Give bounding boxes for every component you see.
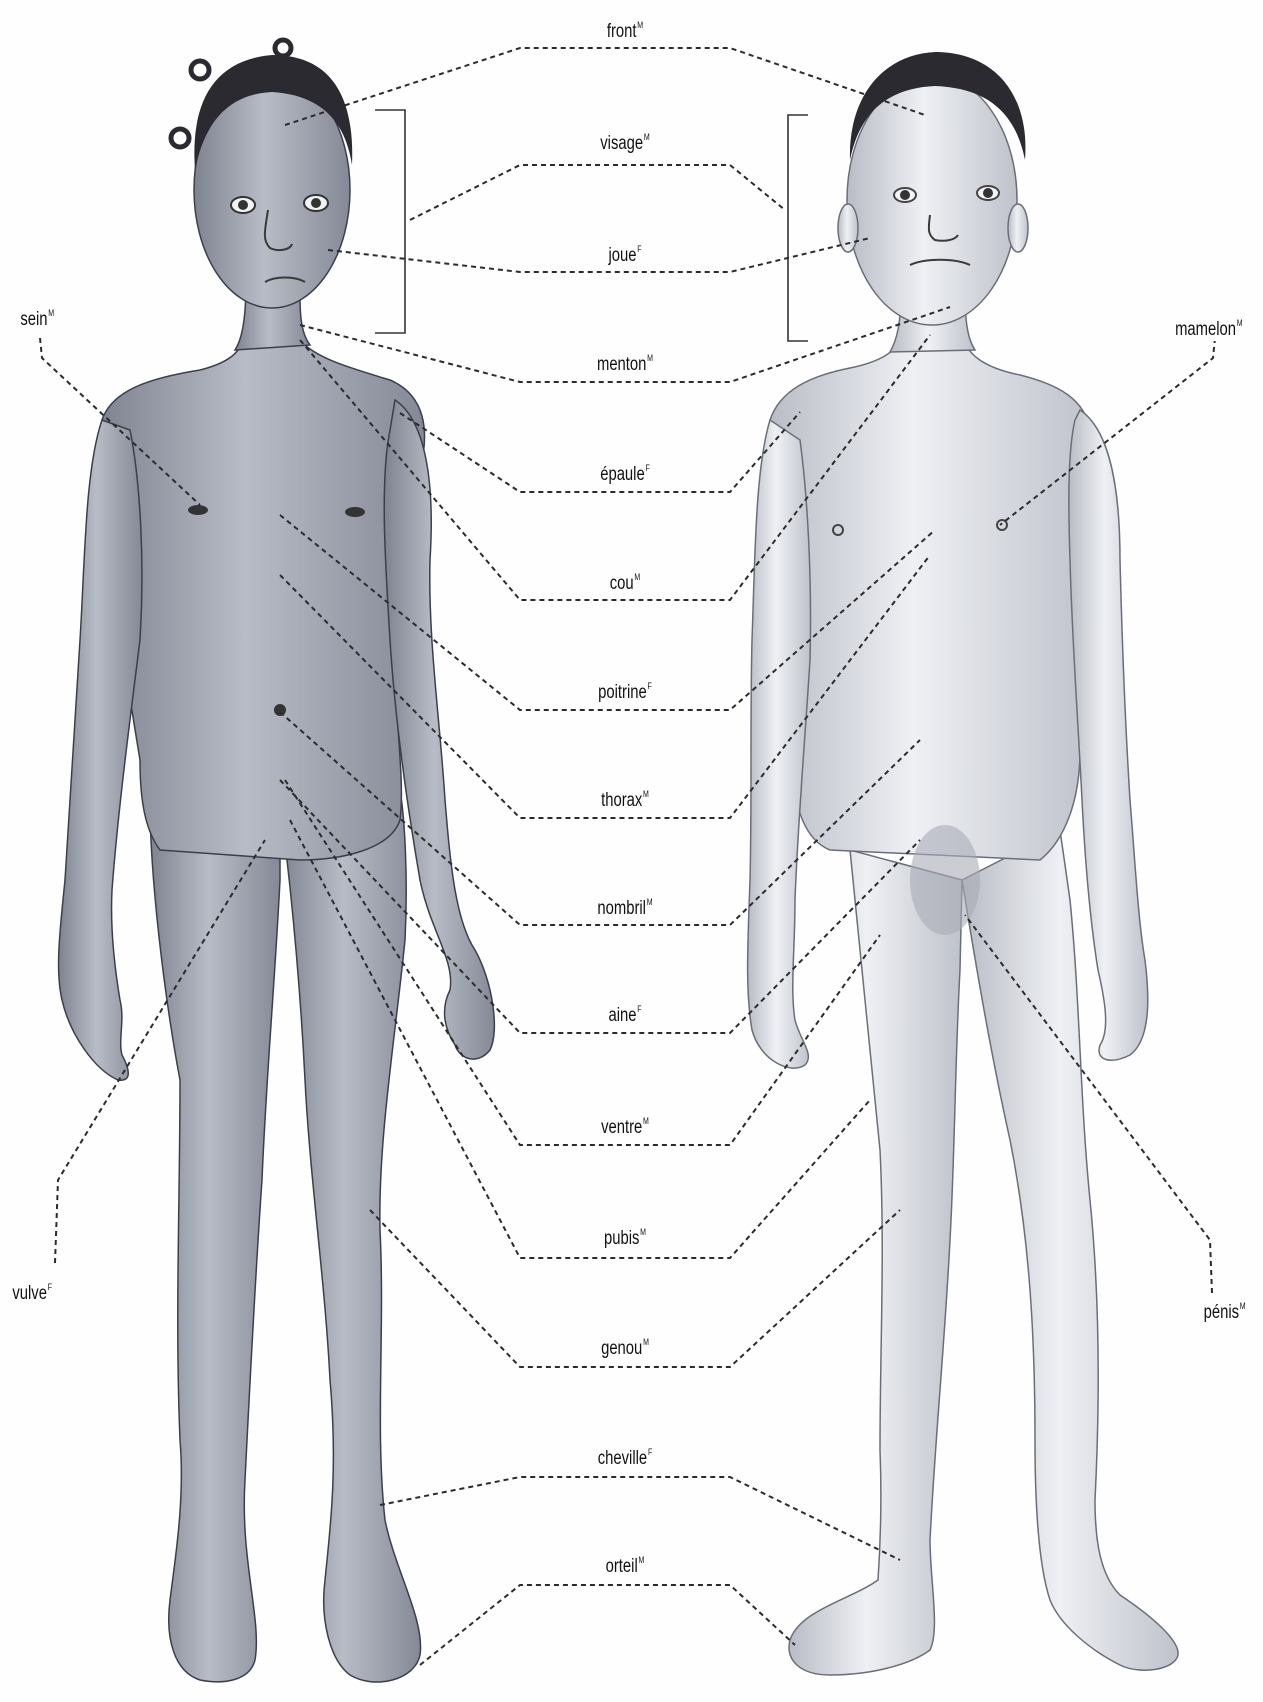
label-cou: couM xyxy=(607,566,642,595)
label-orteil-gender: M xyxy=(639,1555,645,1565)
label-thorax-gender: M xyxy=(643,789,649,799)
label-thorax-word: thorax xyxy=(601,790,642,811)
label-poitrine-gender: F xyxy=(648,681,652,691)
left-figure-left-leg xyxy=(280,790,421,1682)
label-mamelon-word: mamelon xyxy=(1175,319,1236,340)
label-nombril: nombrilM xyxy=(595,891,655,920)
label-ventre-gender: M xyxy=(643,1116,649,1126)
label-front-gender: M xyxy=(637,20,643,30)
label-penis: pénisM xyxy=(1201,1295,1248,1324)
label-cheville-gender: F xyxy=(648,1447,652,1457)
label-epaule: épauleF xyxy=(598,457,652,486)
label-vulve-word: vulve xyxy=(12,1283,47,1304)
label-epaule-gender: F xyxy=(645,463,649,473)
label-cou-word: cou xyxy=(610,573,634,594)
label-nombril-word: nombril xyxy=(597,898,646,919)
label-penis-word: pénis xyxy=(1204,1302,1239,1323)
left-face-bracket xyxy=(375,110,405,333)
right-figure-right-leg xyxy=(789,850,962,1675)
label-menton-word: menton xyxy=(597,354,646,375)
label-genou-gender: M xyxy=(643,1337,649,1347)
label-poitrine: poitrineF xyxy=(596,675,654,704)
label-pubis-word: pubis xyxy=(604,1228,639,1249)
label-thorax: thoraxM xyxy=(599,783,652,812)
label-cou-gender: M xyxy=(634,572,640,582)
left-figure-right-leg xyxy=(150,800,280,1682)
label-cheville: chevilleF xyxy=(595,1441,654,1470)
label-orteil: orteilM xyxy=(603,1549,646,1578)
right-figure-left-arm xyxy=(1069,410,1148,1060)
label-sein-word: sein xyxy=(20,309,47,330)
label-sein-gender: M xyxy=(48,308,54,318)
label-ventre-word: ventre xyxy=(601,1117,642,1138)
label-poitrine-word: poitrine xyxy=(598,682,647,703)
label-front: frontM xyxy=(605,14,646,43)
left-figure xyxy=(59,40,495,1682)
label-orteil-word: orteil xyxy=(606,1556,638,1577)
label-vulve-gender: F xyxy=(48,1282,52,1292)
label-visage-word: visage xyxy=(600,133,643,154)
left-figure-torso xyxy=(99,310,425,860)
label-ventre: ventreM xyxy=(599,1110,652,1139)
label-joue: joueF xyxy=(606,238,644,267)
right-figure-right-arm xyxy=(748,420,811,1068)
label-mamelon: mamelonM xyxy=(1173,312,1245,341)
right-face-bracket xyxy=(788,115,808,341)
label-pubis-gender: M xyxy=(640,1227,646,1237)
right-figure xyxy=(748,52,1178,1675)
label-epaule-word: épaule xyxy=(600,464,645,485)
label-menton: mentonM xyxy=(595,347,656,376)
label-vulve: vulveF xyxy=(10,1276,54,1305)
right-figure-torso xyxy=(768,320,1091,860)
label-front-word: front xyxy=(607,21,637,42)
label-joue-word: joue xyxy=(608,245,636,266)
label-mamelon-gender: M xyxy=(1237,318,1243,328)
label-aine-word: aine xyxy=(608,1005,636,1026)
label-pubis: pubisM xyxy=(602,1221,649,1250)
label-visage: visageM xyxy=(598,126,652,155)
label-aine-gender: F xyxy=(637,1004,641,1014)
label-menton-gender: M xyxy=(647,353,653,363)
label-sein: seinM xyxy=(18,302,57,331)
label-visage-gender: M xyxy=(644,132,650,142)
left-figure-right-arm xyxy=(59,420,142,1080)
label-genou-word: genou xyxy=(601,1338,642,1359)
label-genou: genouM xyxy=(599,1331,652,1360)
label-cheville-word: cheville xyxy=(598,1448,647,1469)
label-nombril-gender: M xyxy=(647,897,653,907)
label-penis-gender: M xyxy=(1240,1301,1246,1311)
right-figure-left-leg xyxy=(962,830,1178,1670)
label-aine: aineF xyxy=(606,998,644,1027)
label-joue-gender: F xyxy=(637,244,641,254)
